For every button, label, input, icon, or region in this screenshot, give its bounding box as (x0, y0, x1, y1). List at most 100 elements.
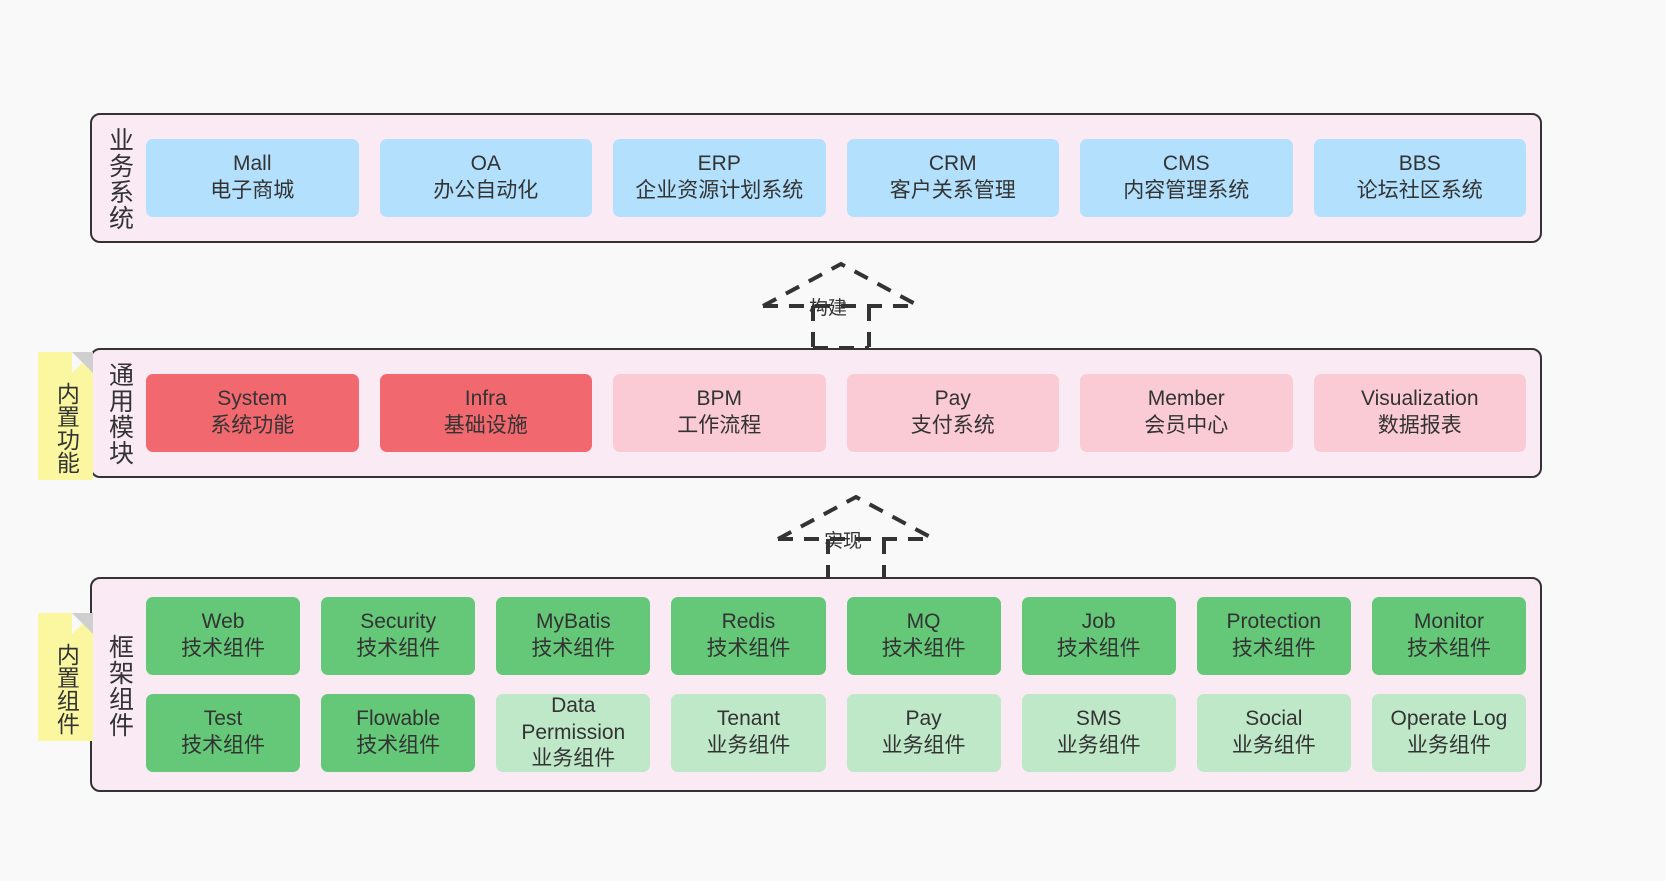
node-name: Data Permission (521, 693, 626, 744)
node-data-permission[interactable]: Data Permission 业务组件 (496, 693, 651, 772)
note-fold-icon (72, 352, 93, 373)
node-name: Infra (464, 387, 507, 411)
node-desc: 业务组件 (1056, 734, 1141, 757)
node-security[interactable]: Security 技术组件 (321, 597, 476, 675)
node-name: Redis (721, 610, 776, 634)
node-operate-log[interactable]: Operate Log 业务组件 (1371, 694, 1526, 772)
node-desc: 技术组件 (881, 637, 966, 660)
node-sms[interactable]: SMS 业务组件 (1021, 694, 1176, 772)
node-name: BPM (696, 387, 742, 411)
node-monitor[interactable]: Monitor 技术组件 (1371, 597, 1526, 675)
node-desc: 内容管理系统 (1123, 179, 1250, 202)
node-row: Mall 电子商城 OA 办公自动化 ERP 企业资源计划系统 CRM 客户关系… (146, 139, 1526, 217)
node-name: Member (1147, 387, 1225, 411)
note-builtin-function[interactable]: 内置功能 (38, 352, 93, 480)
node-desc: 基础设施 (443, 414, 528, 437)
node-redis[interactable]: Redis 技术组件 (671, 597, 826, 675)
node-name: MQ (906, 610, 941, 634)
note-text: 内置组件 (53, 643, 80, 735)
layer-title-business-system: 业务系统 (105, 127, 134, 231)
node-desc: 企业资源计划系统 (635, 179, 804, 202)
node-mybatis[interactable]: MyBatis 技术组件 (496, 597, 651, 675)
node-name: Social (1245, 707, 1303, 731)
node-name: Mall (232, 152, 272, 176)
node-name: Web (201, 610, 245, 634)
node-name: Pay (934, 387, 971, 411)
arrow-implement: 实现 (772, 491, 962, 583)
node-desc: 业务组件 (531, 747, 616, 771)
node-name: ERP (697, 152, 741, 176)
node-crm[interactable]: CRM 客户关系管理 (846, 139, 1059, 217)
node-pay-component[interactable]: Pay 业务组件 (846, 694, 1001, 772)
node-desc: 技术组件 (1231, 637, 1316, 660)
layer-business-system: 业务系统 Mall 电子商城 OA 办公自动化 ERP 企业资源计划系统 CRM… (90, 113, 1542, 243)
node-desc: 技术组件 (706, 637, 791, 660)
node-member[interactable]: Member 会员中心 (1080, 374, 1293, 452)
node-name: Operate Log (1390, 707, 1508, 731)
arrow-build-label: 构建 (809, 298, 848, 319)
node-desc: 办公自动化 (433, 179, 539, 202)
node-tenant[interactable]: Tenant 业务组件 (671, 694, 826, 772)
node-name: Job (1081, 610, 1116, 634)
node-bbs[interactable]: BBS 论坛社区系统 (1313, 139, 1526, 217)
node-test[interactable]: Test 技术组件 (146, 694, 301, 772)
node-name: CMS (1162, 152, 1210, 176)
layer-body-framework-component: Web 技术组件 Security 技术组件 MyBatis 技术组件 Redi… (146, 579, 1540, 790)
node-desc: 技术组件 (531, 637, 616, 660)
node-name: Test (203, 707, 243, 731)
node-pay[interactable]: Pay 支付系统 (846, 374, 1059, 452)
node-mall[interactable]: Mall 电子商城 (146, 139, 359, 217)
node-row: Test 技术组件 Flowable 技术组件 Data Permission … (146, 694, 1526, 772)
layer-body-business-system: Mall 电子商城 OA 办公自动化 ERP 企业资源计划系统 CRM 客户关系… (146, 115, 1540, 241)
node-system[interactable]: System 系统功能 (146, 374, 359, 452)
node-desc: 技术组件 (181, 734, 266, 757)
note-builtin-component[interactable]: 内置组件 (38, 613, 93, 741)
node-desc: 数据报表 (1377, 414, 1462, 437)
node-name: Flowable (356, 707, 441, 731)
layer-title-framework-component: 框架组件 (105, 633, 134, 738)
node-desc: 技术组件 (356, 734, 441, 757)
node-name: SMS (1075, 707, 1122, 731)
layer-title-common-module: 通用模块 (105, 362, 134, 466)
node-desc: 支付系统 (910, 414, 995, 437)
node-protection[interactable]: Protection 技术组件 (1196, 597, 1351, 675)
node-name: BBS (1398, 152, 1441, 176)
node-desc: 会员中心 (1144, 414, 1229, 437)
node-mq[interactable]: MQ 技术组件 (846, 597, 1001, 675)
node-desc: 业务组件 (1231, 734, 1316, 757)
node-cms[interactable]: CMS 内容管理系统 (1080, 139, 1293, 217)
node-name: OA (470, 152, 501, 176)
node-desc: 业务组件 (1406, 734, 1491, 757)
node-row: Web 技术组件 Security 技术组件 MyBatis 技术组件 Redi… (146, 597, 1526, 675)
node-name: MyBatis (535, 610, 611, 634)
layer-common-module: 通用模块 System 系统功能 Infra 基础设施 BPM 工作流程 Pay… (90, 348, 1542, 478)
node-name: Protection (1226, 610, 1322, 634)
node-desc: 工作流程 (677, 414, 762, 437)
node-desc: 技术组件 (356, 637, 441, 660)
node-bpm[interactable]: BPM 工作流程 (613, 374, 826, 452)
node-desc: 业务组件 (881, 734, 966, 757)
node-erp[interactable]: ERP 企业资源计划系统 (613, 139, 826, 217)
node-name: Tenant (716, 707, 780, 731)
node-desc: 业务组件 (706, 734, 791, 757)
node-infra[interactable]: Infra 基础设施 (379, 374, 592, 452)
node-oa[interactable]: OA 办公自动化 (379, 139, 592, 217)
arrow-implement-label: 实现 (824, 531, 863, 552)
node-desc: 论坛社区系统 (1356, 179, 1483, 202)
node-name: System (217, 387, 288, 411)
node-desc: 系统功能 (210, 414, 295, 437)
node-visualization[interactable]: Visualization 数据报表 (1313, 374, 1526, 452)
node-social[interactable]: Social 业务组件 (1196, 694, 1351, 772)
node-name: CRM (928, 152, 977, 176)
layer-body-common-module: System 系统功能 Infra 基础设施 BPM 工作流程 Pay 支付系统… (146, 350, 1540, 476)
node-desc: 技术组件 (181, 637, 266, 660)
layer-framework-component: 框架组件 Web 技术组件 Security 技术组件 MyBatis 技术组件… (90, 577, 1542, 792)
node-desc: 电子商城 (210, 179, 295, 202)
node-web[interactable]: Web 技术组件 (146, 597, 301, 675)
node-job[interactable]: Job 技术组件 (1021, 597, 1176, 675)
node-desc: 技术组件 (1056, 637, 1141, 660)
node-flowable[interactable]: Flowable 技术组件 (321, 694, 476, 772)
node-desc: 技术组件 (1406, 637, 1491, 660)
arrow-build: 构建 (757, 258, 947, 350)
